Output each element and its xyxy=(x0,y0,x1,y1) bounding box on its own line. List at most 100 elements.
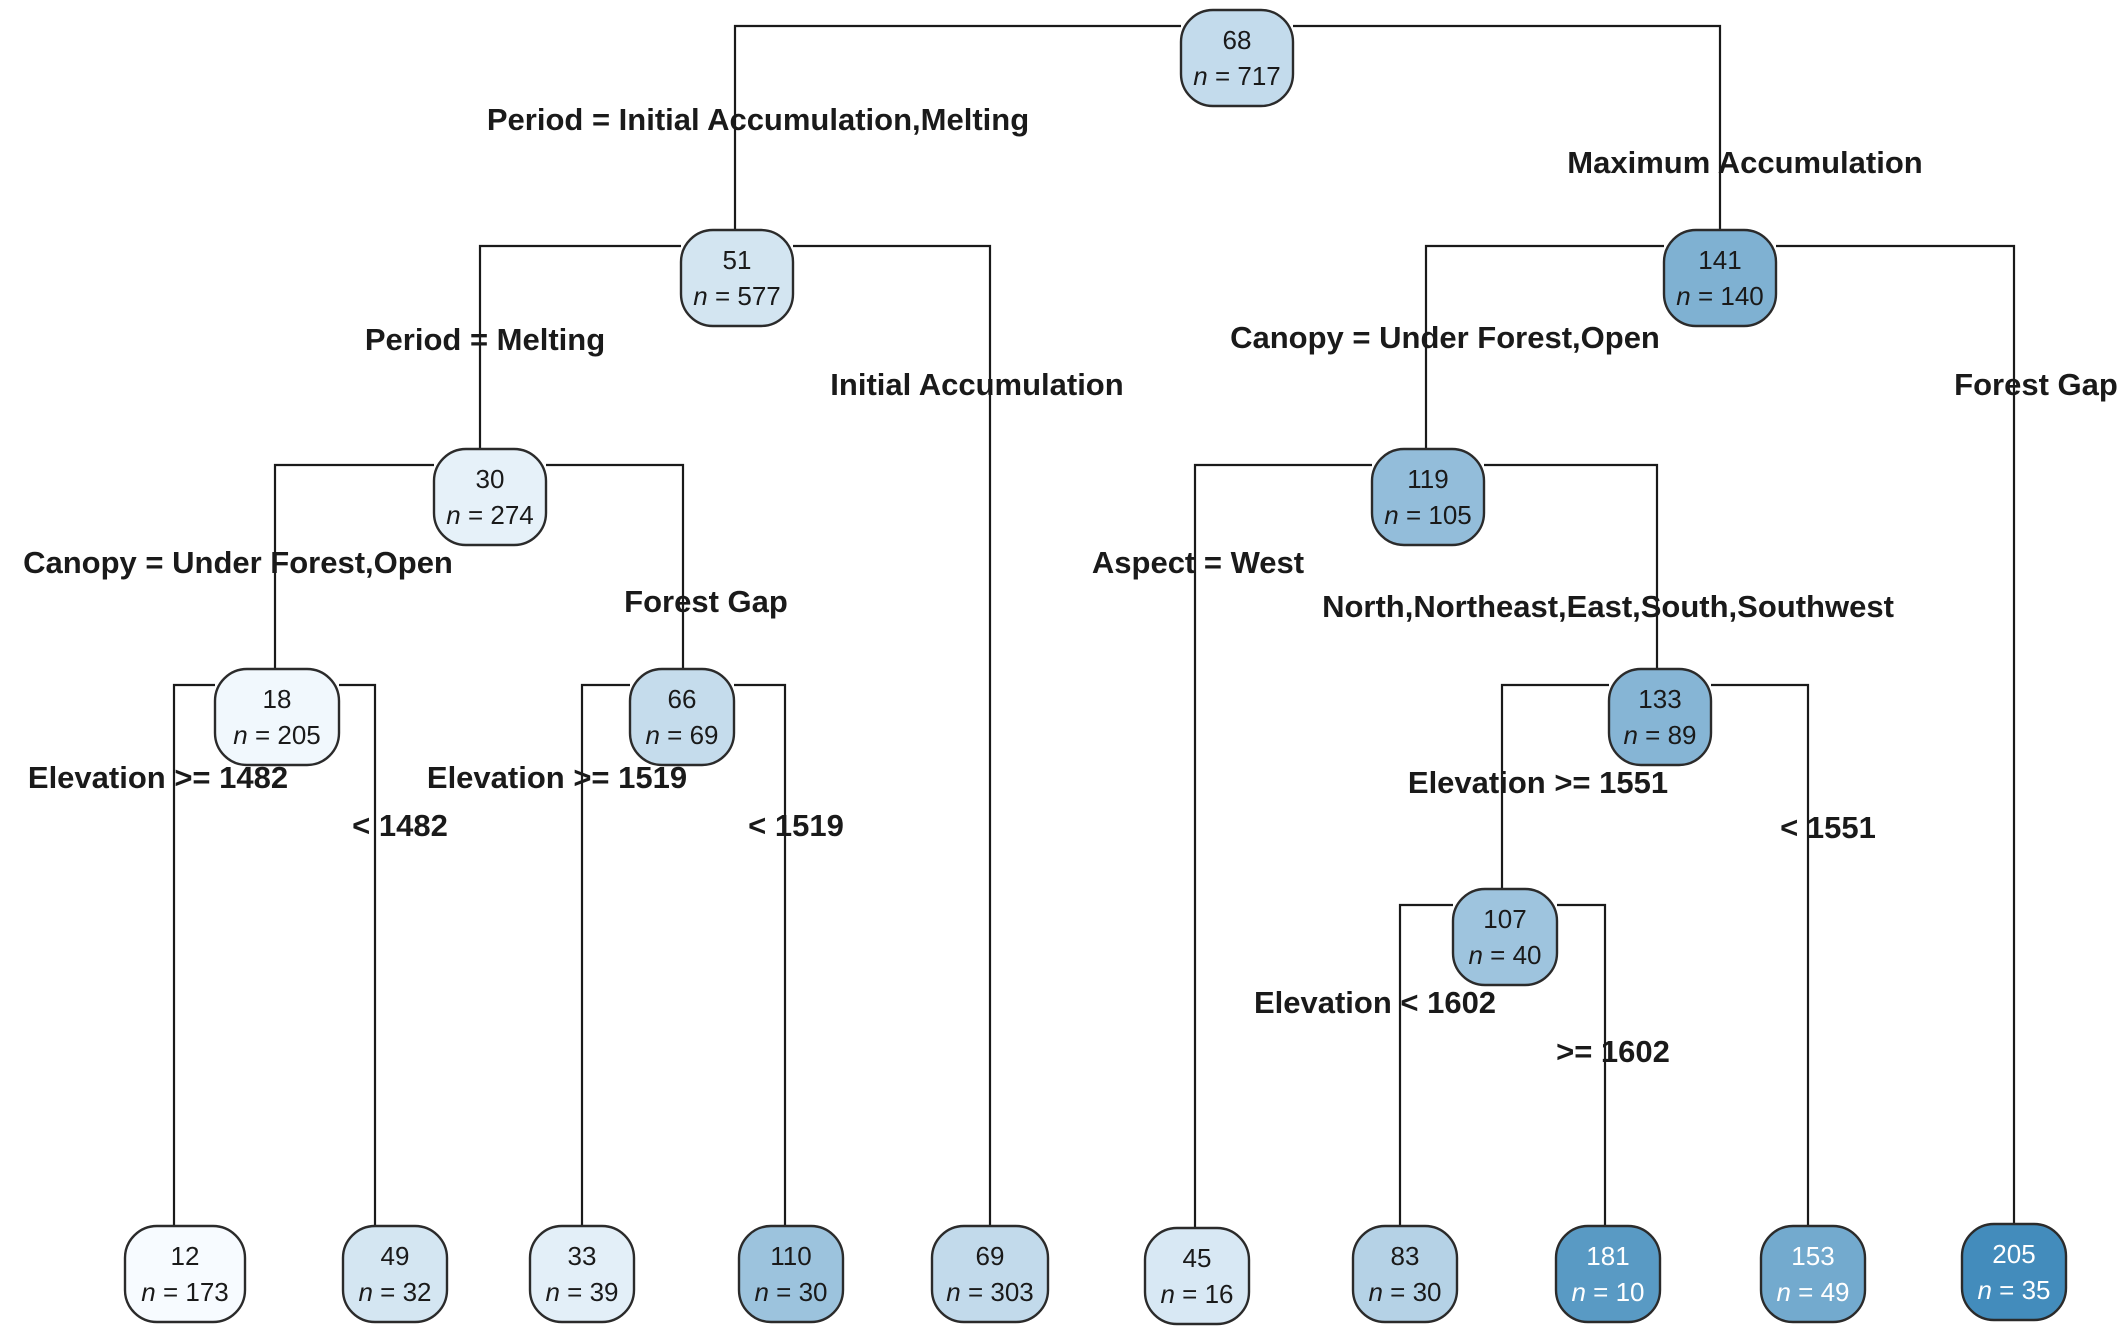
node-count: n = 173 xyxy=(141,1277,229,1307)
node-value: 133 xyxy=(1638,684,1681,714)
n-value: 39 xyxy=(590,1277,619,1307)
tree-node-n107: 107 n = 40 xyxy=(1451,887,1559,987)
split-label: Forest Gap xyxy=(1954,367,2118,402)
n-separator: = xyxy=(1791,1277,1821,1307)
split-label: Initial Accumulation xyxy=(830,367,1123,402)
edge-n133-leaf153 xyxy=(1711,683,1810,1226)
edge-n30-n66 xyxy=(546,463,685,669)
n-prefix: n xyxy=(754,1277,768,1307)
n-value: 10 xyxy=(1616,1277,1645,1307)
node-count: n = 577 xyxy=(693,281,781,311)
node-box xyxy=(679,228,795,328)
split-label: Canopy = Under Forest,Open xyxy=(1230,320,1660,355)
n-separator: = xyxy=(708,281,738,311)
tree-node-leaf69: 69n = 303 xyxy=(930,1224,1050,1324)
edge-n141-n119 xyxy=(1424,244,1664,449)
n-prefix: n xyxy=(1676,281,1690,311)
node-count: n = 274 xyxy=(446,500,534,530)
node-box xyxy=(737,1224,845,1324)
node-value: 30 xyxy=(476,464,505,494)
node-box xyxy=(1370,447,1486,547)
node-value: 141 xyxy=(1698,245,1741,275)
node-value: 69 xyxy=(976,1241,1005,1271)
node-box xyxy=(432,447,548,547)
n-separator: = xyxy=(660,720,690,750)
node-box xyxy=(341,1224,449,1324)
node-box xyxy=(930,1224,1050,1324)
node-count: n = 49 xyxy=(1776,1277,1849,1307)
n-value: 577 xyxy=(737,281,780,311)
n-prefix: n xyxy=(1623,720,1637,750)
n-prefix: n xyxy=(141,1277,155,1307)
split-label: < 1551 xyxy=(1780,810,1876,845)
split-label: < 1519 xyxy=(748,808,844,843)
n-value: 30 xyxy=(1413,1277,1442,1307)
tree-node-leaf12: 12n = 173 xyxy=(123,1224,247,1324)
node-value: 18 xyxy=(263,684,292,714)
node-value: 119 xyxy=(1407,464,1448,494)
node-count: n = 39 xyxy=(545,1277,618,1307)
n-separator: = xyxy=(1992,1275,2022,1305)
node-value: 83 xyxy=(1391,1241,1420,1271)
node-value: 205 xyxy=(1992,1239,2035,1269)
split-label: < 1482 xyxy=(352,808,448,843)
n-prefix: n xyxy=(358,1277,372,1307)
n-prefix: n xyxy=(1977,1275,1991,1305)
split-label: Canopy = Under Forest,Open xyxy=(23,545,453,580)
edge-root-n51 xyxy=(733,24,1181,230)
n-value: 49 xyxy=(1821,1277,1850,1307)
n-separator: = xyxy=(961,1277,991,1307)
tree-node-root: 68n = 717 xyxy=(1179,8,1295,108)
n-separator: = xyxy=(1383,1277,1413,1307)
edge-n119-leaf45 xyxy=(1193,463,1372,1228)
split-label: Elevation < 1602 xyxy=(1254,985,1496,1020)
node-box xyxy=(1143,1226,1251,1326)
n-separator: = xyxy=(248,720,278,750)
node-count: n = 10 xyxy=(1571,1277,1644,1307)
node-value: 107 xyxy=(1483,904,1526,934)
edge-n66-leaf33 xyxy=(580,683,630,1226)
node-count: n = 140 xyxy=(1676,281,1764,311)
node-value: 33 xyxy=(568,1241,597,1271)
n-prefix: n xyxy=(693,281,707,311)
n-value: 205 xyxy=(277,720,320,750)
n-separator: = xyxy=(373,1277,403,1307)
n-prefix: n xyxy=(1571,1277,1585,1307)
node-box xyxy=(1662,228,1778,328)
edge-n66-leaf110 xyxy=(734,683,787,1226)
split-label: Period = Melting xyxy=(365,322,605,357)
n-prefix: n xyxy=(1368,1277,1382,1307)
tree-node-n30: 30 n = 274 xyxy=(432,447,548,547)
tree-node-n51: 51n = 577 xyxy=(679,228,795,328)
node-count: n = 40 xyxy=(1468,940,1541,970)
node-count: n = 16 xyxy=(1160,1279,1233,1309)
split-label: North,Northeast,East,South,Southwest xyxy=(1322,589,1894,624)
node-count: n = 32 xyxy=(358,1277,431,1307)
tree-node-leaf83: 83 n = 30 xyxy=(1351,1224,1459,1324)
node-box xyxy=(528,1224,636,1324)
tree-node-leaf153: 153 n = 49 xyxy=(1759,1224,1867,1324)
edge-n18-leaf49 xyxy=(339,683,377,1226)
n-separator: = xyxy=(1399,500,1429,530)
n-separator: = xyxy=(1483,940,1513,970)
n-value: 274 xyxy=(490,500,533,530)
node-value: 66 xyxy=(668,684,697,714)
node-box xyxy=(1607,667,1713,767)
n-prefix: n xyxy=(233,720,247,750)
node-value: 153 xyxy=(1791,1241,1834,1271)
node-box xyxy=(1351,1224,1459,1324)
node-count: n = 35 xyxy=(1977,1275,2050,1305)
n-prefix: n xyxy=(946,1277,960,1307)
node-count: n = 105 xyxy=(1384,500,1472,530)
edges-layer xyxy=(172,24,2016,1228)
n-value: 16 xyxy=(1205,1279,1234,1309)
tree-node-n141: 141 n = 140 xyxy=(1662,228,1778,328)
tree-node-leaf33: 33 n = 39 xyxy=(528,1224,636,1324)
split-label: Period = Initial Accumulation,Melting xyxy=(487,102,1029,137)
node-count: n = 89 xyxy=(1623,720,1696,750)
node-count: n = 717 xyxy=(1193,61,1281,91)
edge-n30-n18 xyxy=(273,463,434,669)
n-value: 69 xyxy=(690,720,719,750)
edge-n51-n30 xyxy=(478,244,681,449)
